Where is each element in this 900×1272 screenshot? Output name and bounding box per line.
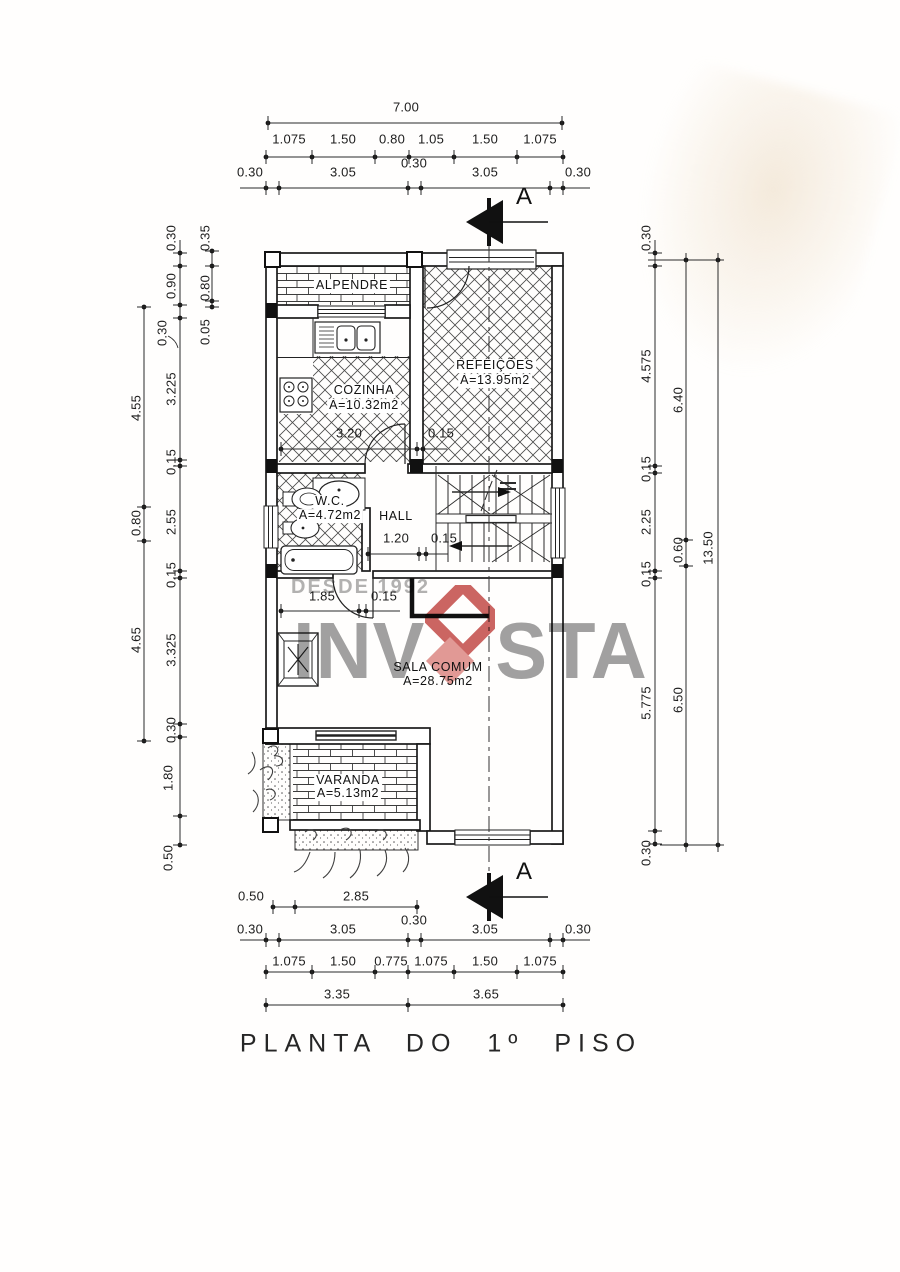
dim-right-inner-4: 0.15 (638, 560, 654, 588)
dim-right-inner-0: 0.30 (638, 224, 654, 252)
dim-hall-wall: 0.15 (430, 530, 458, 546)
dim-left-inner-0: 0.30 (163, 224, 179, 252)
dim-top-r2-0: 1.075 (272, 131, 306, 147)
dim-bot-r3-0: 1.075 (272, 953, 306, 969)
dim-top-r3-2: 0.30 (400, 155, 428, 171)
room-area-refeicoes: A=13.95m2 (458, 373, 532, 388)
dim-left-detail-2: 0.05 (197, 318, 213, 346)
dim-hall-width: 1.20 (382, 530, 410, 546)
dim-top-r2-2: 0.80 (378, 131, 406, 147)
room-label-alpendre: ALPENDRE (313, 278, 391, 293)
room-label-wc: W.C. (313, 494, 347, 509)
dim-bot-r3-2: 0.775 (374, 953, 408, 969)
dim-bot-r2-0: 0.30 (236, 921, 264, 937)
dim-bot-r2-1: 3.05 (329, 921, 357, 937)
dim-kitchen-width: 3.20 (335, 425, 363, 441)
dim-left-detail-1: 0.80 (197, 274, 213, 302)
dim-left-inner-8: 0.30 (163, 716, 179, 744)
dim-right-inner-6: 0.30 (638, 839, 654, 867)
section-label-a-top: A (515, 183, 533, 210)
dim-sala-width: 1.85 (308, 588, 336, 604)
dim-bot-r1-1: 2.85 (342, 888, 370, 904)
dim-left-outer-2: 4.65 (128, 626, 144, 654)
dim-top-r2-1: 1.50 (329, 131, 357, 147)
staircase (435, 466, 552, 571)
dimension-dots (137, 116, 721, 1012)
room-area-wc: A=4.72m2 (296, 508, 364, 523)
dim-left-inner-3: 3.225 (163, 372, 179, 406)
room-area-varanda: A=5.13m2 (314, 786, 382, 801)
dim-left-detail-0: 0.35 (197, 224, 213, 252)
drawing-title: PLANTA DO 1º PISO (239, 1029, 643, 1058)
dim-bot-r3-4: 1.50 (471, 953, 499, 969)
room-area-cozinha: A=10.32m2 (327, 398, 401, 413)
room-area-sala: A=28.75m2 (403, 674, 473, 689)
dim-top-r3-4: 0.30 (564, 164, 592, 180)
dim-left-inner-4: 0.15 (163, 448, 179, 476)
dim-left-outer-1: 0.80 (128, 509, 144, 537)
dim-right-middle-0: 6.40 (670, 386, 686, 414)
dim-left-inner-9: 1.80 (160, 764, 176, 792)
dim-left-inner-5: 2.55 (163, 508, 179, 536)
dim-right-inner-2: 0.15 (638, 455, 654, 483)
dim-right-outer: 13.50 (700, 531, 716, 565)
dim-bot-r2-2: 0.30 (400, 912, 428, 928)
dim-top-overall: 7.00 (392, 99, 420, 115)
dimension-lines (143, 122, 724, 1006)
dim-right-inner-5: 5.775 (638, 686, 654, 720)
section-line-a (466, 198, 548, 921)
dim-bot-r3-5: 1.075 (523, 953, 557, 969)
room-label-refeicoes: REFEIÇÕES (454, 358, 536, 373)
dim-bot-r2-4: 0.30 (564, 921, 592, 937)
dim-top-r3-3: 3.05 (471, 164, 499, 180)
dim-right-inner-3: 2.25 (638, 508, 654, 536)
dim-left-inner-2: 0.30 (154, 319, 170, 347)
dim-left-inner-1: 0.90 (163, 272, 179, 300)
dim-top-r3-1: 3.05 (329, 164, 357, 180)
dim-bot-r1-0: 0.50 (237, 888, 265, 904)
dim-sala-wall: 0.15 (370, 588, 398, 604)
dim-right-inner-1: 4.575 (638, 349, 654, 383)
dim-bot-r4-0: 3.35 (323, 986, 351, 1002)
porch-posts (262, 251, 423, 833)
dim-right-middle-2: 6.50 (670, 686, 686, 714)
dim-left-inner-6: 0.15 (163, 561, 179, 589)
dim-left-outer-0: 4.55 (128, 394, 144, 422)
dim-right-middle-1: 0.60 (670, 536, 686, 564)
dim-top-r2-3: 1.05 (417, 131, 445, 147)
dim-top-r3-0: 0.30 (236, 164, 264, 180)
room-label-hall: HALL (379, 509, 413, 524)
kitchen-fixtures (277, 318, 410, 413)
dim-bot-r3-1: 1.50 (329, 953, 357, 969)
dim-bot-r2-3: 3.05 (471, 921, 499, 937)
wall-junction-blocks (266, 303, 563, 578)
dim-top-r2-5: 1.075 (523, 131, 557, 147)
dim-bot-r3-3: 1.075 (414, 953, 448, 969)
wc-fixtures (280, 477, 366, 575)
dim-left-inner-7: 3.325 (163, 633, 179, 667)
dim-bot-r4-1: 3.65 (472, 986, 500, 1002)
section-label-a-bottom: A (515, 858, 533, 885)
room-label-varanda: VARANDA (314, 773, 382, 788)
planter-plants (247, 745, 410, 879)
room-label-cozinha: COZINHA (331, 383, 397, 398)
sala-wall-stub (409, 578, 489, 619)
fireplace (277, 632, 319, 687)
dim-left-inner-10: 0.50 (160, 844, 176, 872)
dim-kitchen-wall: 0.15 (427, 425, 455, 441)
dim-top-r2-4: 1.50 (471, 131, 499, 147)
room-label-sala: SALA COMUM (393, 660, 483, 675)
